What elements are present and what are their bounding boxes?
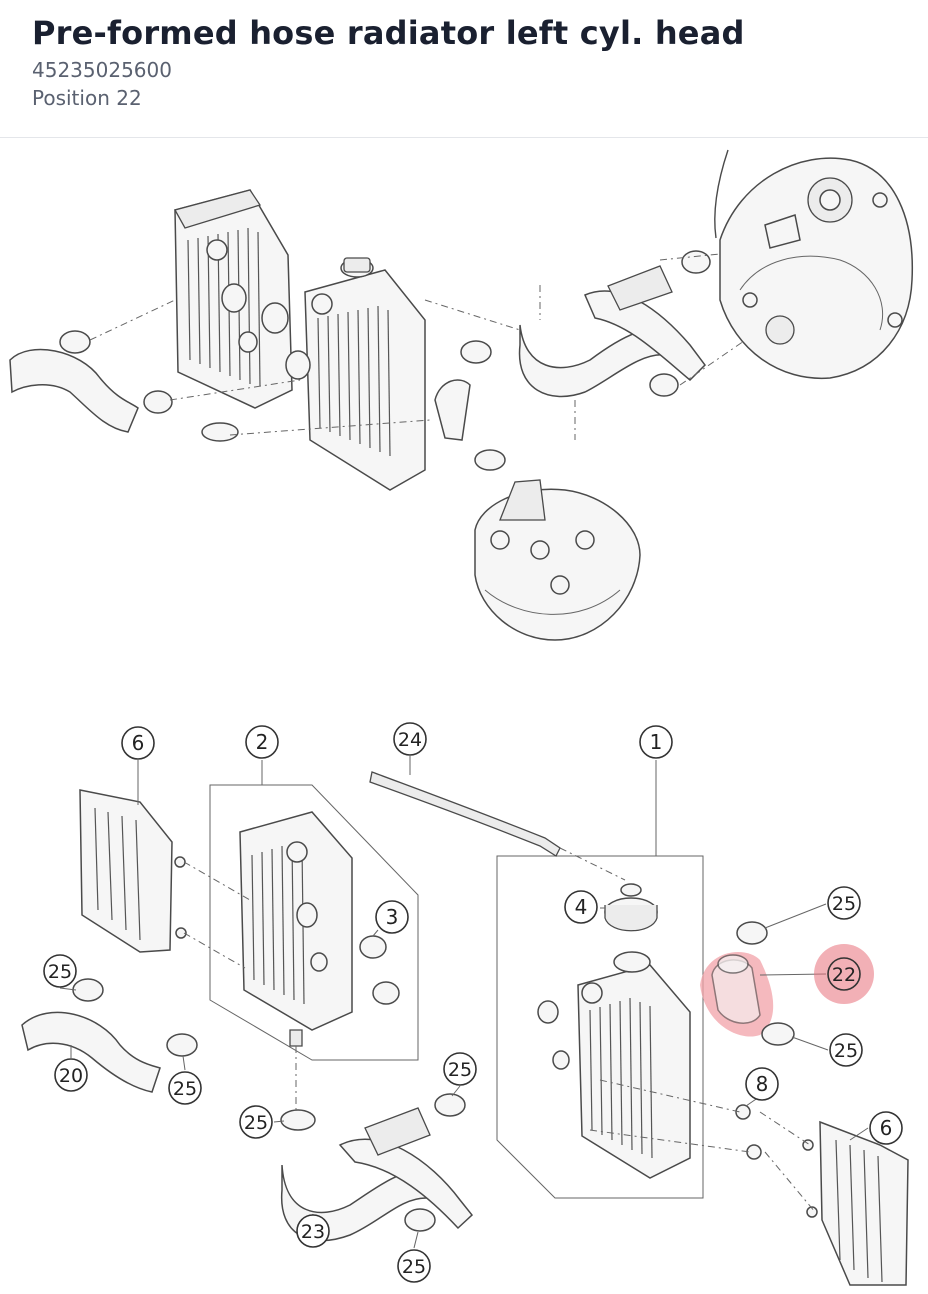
exploded-view <box>21 756 909 1286</box>
callout-c25a[interactable]: 25 <box>827 886 861 920</box>
callout-c23[interactable]: 23 <box>296 1214 330 1248</box>
callout-label: 25 <box>832 893 856 915</box>
callout-circle <box>296 1214 330 1248</box>
callout-label: 24 <box>398 729 422 751</box>
callout-circle <box>43 954 77 988</box>
hose-22-highlighted <box>700 952 774 1037</box>
callout-label: 4 <box>575 895 588 919</box>
callout-c3[interactable]: 3 <box>375 900 409 934</box>
callout-c25f[interactable]: 25 <box>239 1105 273 1139</box>
part-header: Pre-formed hose radiator left cyl. head … <box>0 0 928 138</box>
callout-c22-highlighted[interactable]: 22 <box>827 957 861 991</box>
callout-c20[interactable]: 20 <box>54 1058 88 1092</box>
callout-label: 2 <box>256 730 269 754</box>
right-radiator-overview <box>285 257 426 491</box>
callout-circle <box>168 1071 202 1105</box>
callout-label: 6 <box>880 1116 893 1140</box>
callout-c2[interactable]: 2 <box>245 725 279 759</box>
callout-label: 22 <box>832 964 856 986</box>
callout-circle <box>397 1249 431 1283</box>
callout-circle <box>121 726 155 760</box>
callout-c1[interactable]: 1 <box>639 725 673 759</box>
callout-c25e[interactable]: 25 <box>443 1052 477 1086</box>
callout-label: 25 <box>173 1078 197 1100</box>
callout-label: 23 <box>301 1221 325 1243</box>
callout-highlight-ring <box>814 944 874 1004</box>
callout-label: 3 <box>386 905 399 929</box>
left-shroud-part <box>79 789 187 953</box>
callout-circle <box>239 1105 273 1139</box>
callout-c8[interactable]: 8 <box>745 1067 779 1101</box>
callout-circle <box>564 890 598 924</box>
cylinder-head-overview <box>474 479 641 641</box>
left-radiator-part <box>239 811 353 1047</box>
callout-label: 25 <box>244 1112 268 1134</box>
callout-label: 6 <box>132 731 145 755</box>
callout-label: 25 <box>834 1040 858 1062</box>
callout-label: 25 <box>48 961 72 983</box>
callout-c6b[interactable]: 6 <box>869 1111 903 1145</box>
callouts: 6 2 24 1 3 4 25 22 25 25 20 25 25 8 25 6 23 25 <box>43 722 903 1283</box>
position-label: Position 22 <box>32 86 142 110</box>
callout-circle <box>393 722 427 756</box>
right-radiator-part <box>537 951 691 1179</box>
exploded-parts-diagram: 6 2 24 1 3 4 25 22 25 25 20 25 25 8 25 6 23 25 <box>0 139 928 1290</box>
part-number: 45235025600 <box>32 58 172 82</box>
callout-c25b[interactable]: 25 <box>829 1033 863 1067</box>
callout-c25d[interactable]: 25 <box>168 1071 202 1105</box>
pump-cover-overview <box>714 149 914 380</box>
callout-label: 20 <box>59 1065 83 1087</box>
callout-circle <box>54 1058 88 1092</box>
callout-c4[interactable]: 4 <box>564 890 598 924</box>
callout-label: 1 <box>650 730 663 754</box>
page-title: Pre-formed hose radiator left cyl. head <box>32 14 745 52</box>
callout-circle <box>375 900 409 934</box>
callout-circle <box>827 957 861 991</box>
callout-circle <box>829 1033 863 1067</box>
right-shroud-part <box>802 1120 909 1286</box>
callout-circle <box>443 1052 477 1086</box>
callout-label: 8 <box>756 1072 769 1096</box>
radiator-cap-part <box>604 883 658 932</box>
assembly-overview <box>9 149 914 641</box>
callout-circle <box>827 886 861 920</box>
callout-label: 25 <box>448 1059 472 1081</box>
callout-circle <box>639 725 673 759</box>
callout-circle <box>245 725 279 759</box>
callout-label: 25 <box>402 1256 426 1278</box>
callout-circle <box>869 1111 903 1145</box>
callout-circle <box>745 1067 779 1101</box>
callout-c25g[interactable]: 25 <box>397 1249 431 1283</box>
left-radiator-overview <box>174 189 293 409</box>
callout-c25c[interactable]: 25 <box>43 954 77 988</box>
callout-c6a[interactable]: 6 <box>121 726 155 760</box>
callout-c24[interactable]: 24 <box>393 722 427 756</box>
